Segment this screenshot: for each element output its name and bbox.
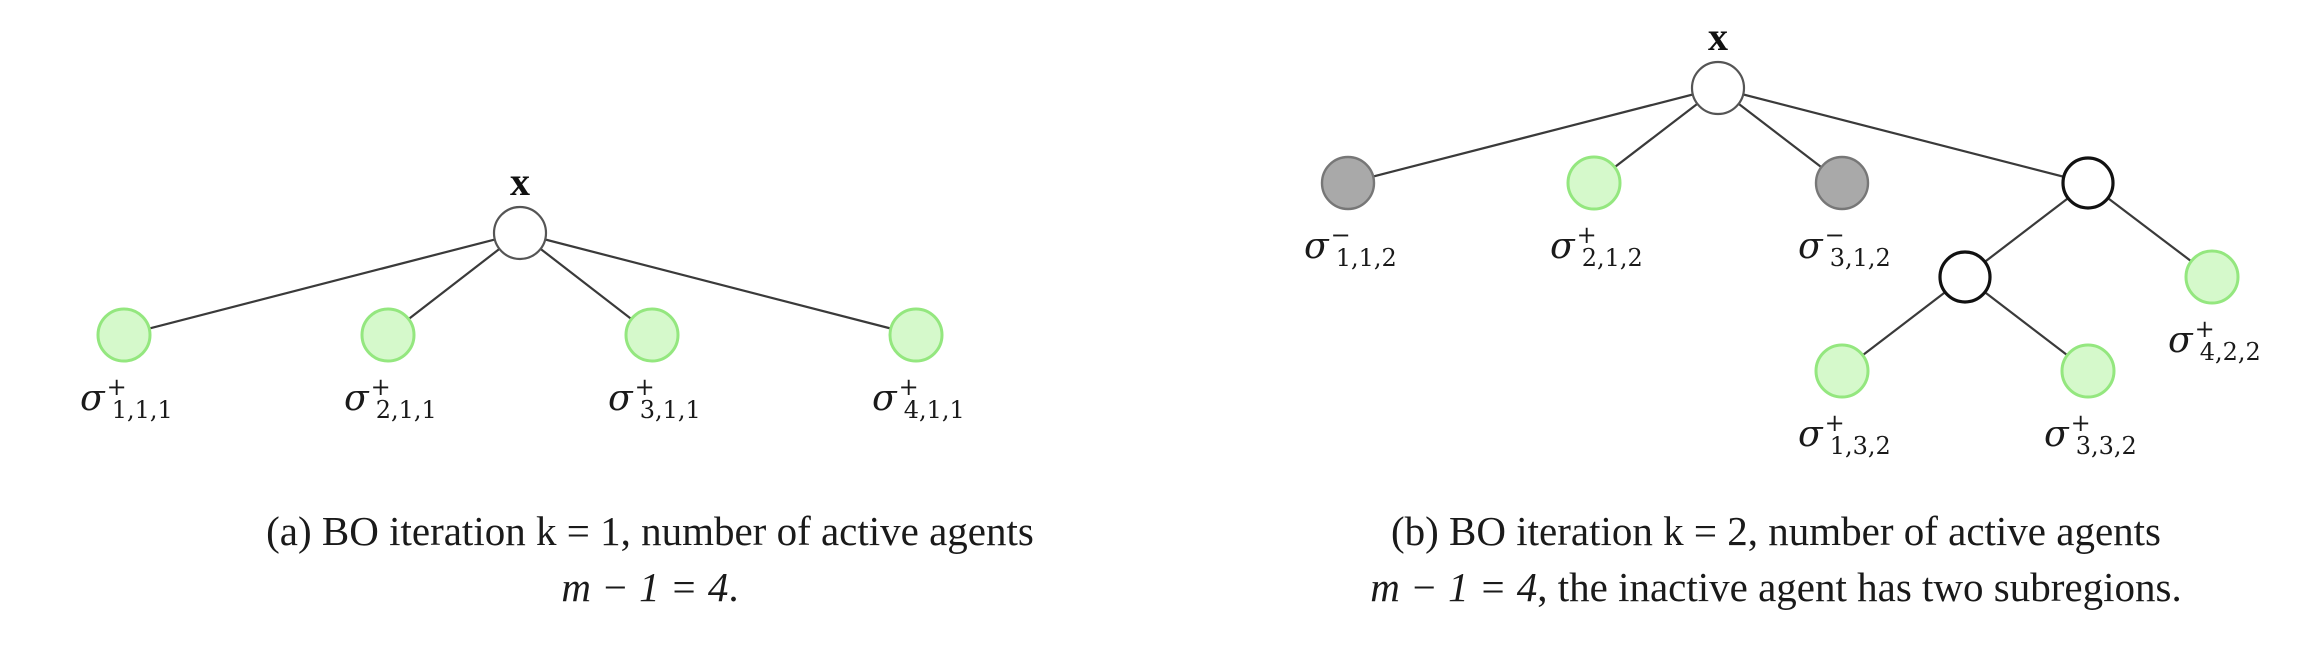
root-node-b <box>1690 60 1746 116</box>
leaf-node-b-2 <box>1566 155 1622 211</box>
edge-b-4 <box>1717 86 2089 185</box>
leaf-node-b-5 <box>1814 343 1870 399</box>
leaf-node-b-5-label: σ+1,3,2 <box>1798 409 1891 460</box>
leaf-node-a-1-label: σ+1,1,1 <box>80 373 173 424</box>
leaf-node-b-2-label: σ+2,1,2 <box>1550 221 1643 272</box>
tree-panel-a: x σ+1,1,1 σ+2,1,1 σ+3,1,1 σ+4,1,1 <box>80 159 965 424</box>
leaf-node-a-2-label: σ+2,1,1 <box>344 373 437 424</box>
inner-node-b-2 <box>1938 250 1992 304</box>
caption-a-line1: (a) BO iteration k = 1, number of active… <box>266 508 1034 554</box>
leaf-node-b-4 <box>2184 249 2240 305</box>
caption-b-line1: (b) BO iteration k = 2, number of active… <box>1390 508 2161 554</box>
root-node-b-label: x <box>1708 14 1728 59</box>
caption-b-line2: m − 1 = 4, the inactive agent has two su… <box>1256 559 2296 615</box>
root-node-a <box>492 205 548 261</box>
leaf-node-b-3-label: σ−3,1,2 <box>1798 221 1891 272</box>
edge-a-2 <box>387 232 521 336</box>
leaf-node-a-2 <box>360 307 416 363</box>
caption-a-rest: . <box>728 564 739 610</box>
caption-a-math: m − 1 = 4 <box>561 564 729 610</box>
leaf-node-b-4-label: σ+4,2,2 <box>2168 315 2261 366</box>
leaf-node-a-3 <box>624 307 680 363</box>
caption-b-math: m − 1 = 4 <box>1370 564 1538 610</box>
edge-a-3 <box>519 232 653 336</box>
root-node-a-label: x <box>510 159 530 204</box>
caption-a: (a) BO iteration k = 1, number of active… <box>20 503 1280 615</box>
leaf-node-b-1 <box>1320 155 1376 211</box>
caption-a-line2: m − 1 = 4. <box>20 559 1280 615</box>
caption-b-rest: , the inactive agent has two subregions. <box>1537 564 2182 610</box>
edge-a-4 <box>519 231 917 337</box>
leaf-node-a-1 <box>96 307 152 363</box>
caption-b: (b) BO iteration k = 2, number of active… <box>1256 503 2296 615</box>
leaf-node-a-4 <box>888 307 944 363</box>
leaf-node-a-3-label: σ+3,1,1 <box>608 373 701 424</box>
edge-b-1 <box>1347 86 1719 185</box>
leaf-node-b-6 <box>2060 343 2116 399</box>
leaf-node-b-1-label: σ−1,1,2 <box>1304 221 1397 272</box>
inner-node-b-1 <box>2061 156 2115 210</box>
edge-a-1 <box>123 231 521 337</box>
leaf-node-b-3 <box>1814 155 1870 211</box>
leaf-node-a-4-label: σ+4,1,1 <box>872 373 965 424</box>
tree-panel-b: x σ−1,1,2 σ+2,1,2 σ−3,1,2 σ+4,2,2 σ+1,3,2 σ+3,… <box>1304 14 2261 460</box>
leaf-node-b-6-label: σ+3,3,2 <box>2044 409 2137 460</box>
